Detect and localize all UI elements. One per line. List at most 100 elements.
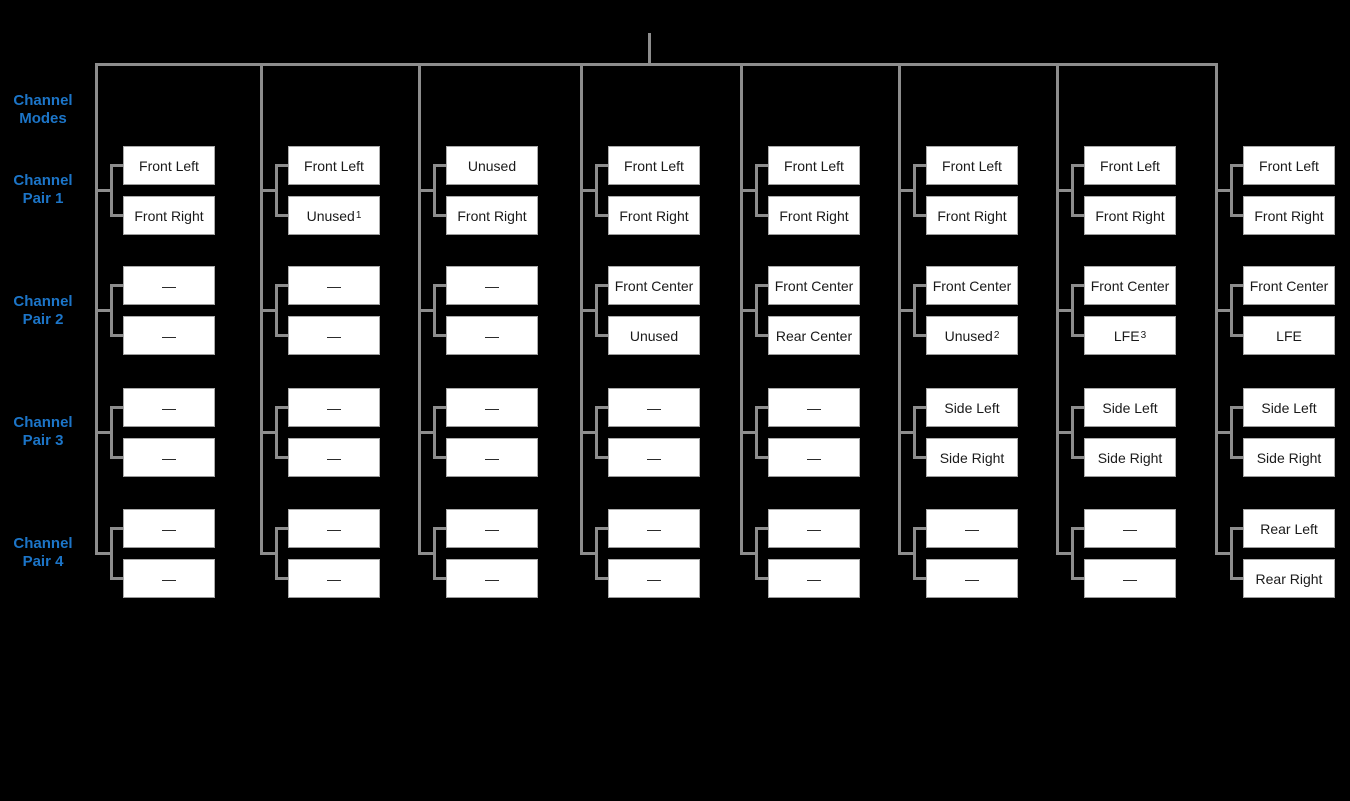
box-stub-line	[595, 164, 608, 167]
channel-box-label: —	[327, 277, 341, 294]
channel-box-label: Front Right	[1254, 207, 1324, 224]
channel-box-label: —	[327, 327, 341, 344]
channel-box-label: —	[327, 570, 341, 587]
box-stub-line	[110, 577, 123, 580]
pair-branch-line	[418, 189, 433, 192]
pair-branch-line	[1056, 309, 1071, 312]
pair-bracket-line	[1071, 284, 1074, 337]
pair-bracket-line	[1071, 406, 1074, 459]
box-stub-line	[913, 284, 926, 287]
pair-bracket-line	[913, 284, 916, 337]
box-stub-line	[433, 334, 446, 337]
box-stub-line	[110, 456, 123, 459]
channel-box-label: —	[647, 520, 661, 537]
channel-box: Side Left	[926, 388, 1018, 427]
pair-bracket-line	[913, 406, 916, 459]
pair-bracket-line	[913, 164, 916, 217]
box-stub-line	[913, 334, 926, 337]
channel-box: Front Right	[123, 196, 215, 235]
channel-box: —	[768, 509, 860, 548]
channel-box: Front Left	[123, 146, 215, 185]
channel-box: Front Center	[1084, 266, 1176, 305]
box-stub-line	[755, 456, 768, 459]
box-stub-line	[1230, 527, 1243, 530]
channel-box-label: —	[1123, 520, 1137, 537]
channel-box-label: Front Center	[1090, 277, 1170, 294]
row-label-line: Pair 1	[22, 190, 64, 207]
box-stub-line	[1071, 527, 1084, 530]
channel-box-label: Front Left	[942, 157, 1002, 174]
box-stub-line	[1230, 406, 1243, 409]
channel-box: —	[446, 509, 538, 548]
channel-box: Front Left	[1243, 146, 1335, 185]
pair-bracket-line	[913, 527, 916, 580]
channel-box: Side Right	[1243, 438, 1335, 477]
box-stub-line	[755, 577, 768, 580]
pair-branch-line	[898, 189, 913, 192]
channel-box-label: —	[162, 399, 176, 416]
box-stub-line	[433, 406, 446, 409]
box-stub-line	[1071, 214, 1084, 217]
box-stub-line	[433, 214, 446, 217]
channel-box: Front Right	[768, 196, 860, 235]
box-stub-line	[595, 527, 608, 530]
channel-box-label: Side Left	[1261, 399, 1317, 416]
channel-box-label: —	[327, 399, 341, 416]
pair-bracket-line	[755, 164, 758, 217]
pair-bracket-line	[275, 406, 278, 459]
box-stub-line	[1230, 456, 1243, 459]
row-label-line: Channel	[13, 172, 73, 189]
channel-box: Front Left	[768, 146, 860, 185]
channel-box: Front Right	[1084, 196, 1176, 235]
box-stub-line	[275, 577, 288, 580]
channel-box-label: —	[647, 449, 661, 466]
channel-box: —	[123, 266, 215, 305]
box-stub-line	[913, 214, 926, 217]
box-stub-line	[595, 214, 608, 217]
pair-branch-line	[1056, 431, 1071, 434]
box-stub-line	[1071, 577, 1084, 580]
box-stub-line	[755, 527, 768, 530]
channel-box: Front Right	[446, 196, 538, 235]
channel-box-label: —	[485, 277, 499, 294]
box-stub-line	[755, 284, 768, 287]
pair-bracket-line	[1230, 284, 1233, 337]
channel-box-label: —	[485, 327, 499, 344]
channel-box-label: Side Left	[944, 399, 1000, 416]
channel-box: —	[123, 388, 215, 427]
channel-box-label: —	[162, 449, 176, 466]
channel-box: Front Left	[1084, 146, 1176, 185]
channel-box-label: Front Left	[1100, 157, 1160, 174]
channel-box-label: Rear Center	[775, 327, 853, 344]
box-stub-line	[1071, 406, 1084, 409]
box-stub-line	[433, 527, 446, 530]
box-stub-line	[913, 456, 926, 459]
pair-branch-line	[580, 309, 595, 312]
row-label-line: Modes	[19, 110, 67, 127]
pair-bracket-line	[755, 284, 758, 337]
channel-box-label: —	[647, 399, 661, 416]
pair-branch-line	[260, 552, 275, 555]
box-stub-line	[433, 577, 446, 580]
channel-box: Side Right	[926, 438, 1018, 477]
pair-branch-line	[1215, 431, 1230, 434]
channel-box: —	[288, 266, 380, 305]
channel-box-label: —	[162, 570, 176, 587]
channel-box: —	[288, 509, 380, 548]
pair-branch-line	[418, 552, 433, 555]
channel-box: —	[608, 559, 700, 598]
box-stub-line	[275, 214, 288, 217]
box-stub-line	[433, 284, 446, 287]
pair-bracket-line	[110, 527, 113, 580]
channel-box-label: —	[647, 570, 661, 587]
channel-box-label: Front Right	[779, 207, 849, 224]
channel-box-label: Front Center	[932, 277, 1012, 294]
pair-branch-line	[260, 309, 275, 312]
channel-box-label: Side Right	[1097, 449, 1163, 466]
pair-bracket-line	[433, 527, 436, 580]
channel-box-label: —	[1123, 570, 1137, 587]
pair-branch-line	[95, 309, 110, 312]
box-stub-line	[1230, 164, 1243, 167]
channel-box: Rear Left	[1243, 509, 1335, 548]
